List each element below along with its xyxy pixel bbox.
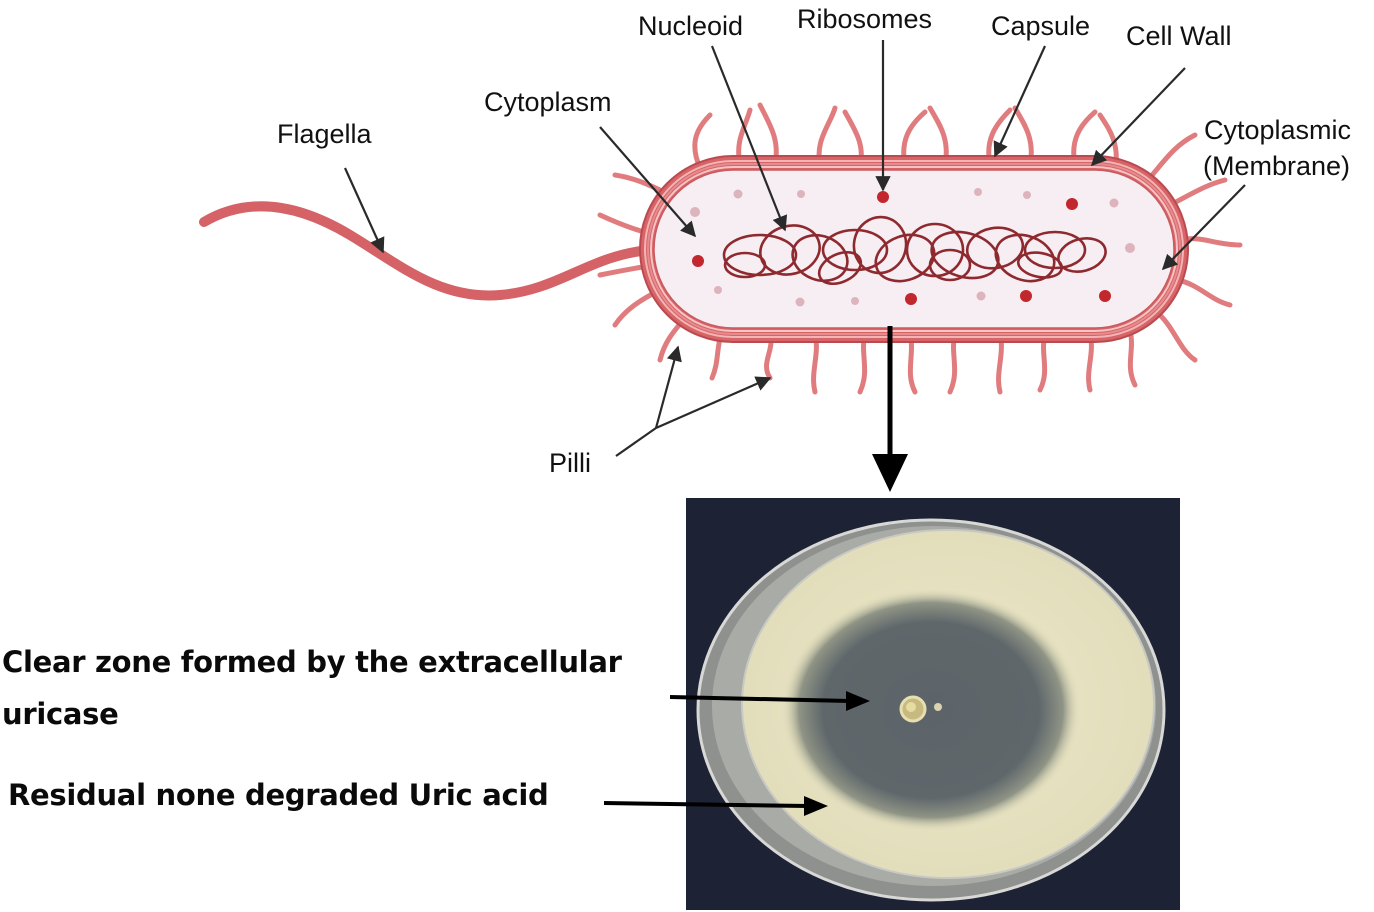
cytoplasm-pointer [599, 126, 697, 238]
label-cytoplasmic: Cytoplasmic [1204, 115, 1352, 145]
process-arrow [872, 326, 908, 492]
cytoplasm [653, 169, 1175, 329]
caption-residual-uric-acid: Residual none degraded Uric acid [8, 778, 549, 812]
flagella-pointer [343, 167, 385, 254]
pointer-lines [343, 40, 1246, 457]
petri-dish-photo [686, 498, 1180, 910]
label-capsule: Capsule [991, 11, 1091, 41]
label-ribosomes: Ribosomes [797, 4, 933, 34]
label-flagella: Flagella [277, 119, 372, 149]
membrane-pointer [1161, 184, 1246, 271]
cell-wall-pointer [1090, 67, 1186, 167]
caption-clear-zone-line1: Clear zone formed by the extracellular [2, 645, 622, 679]
label-nucleoid: Nucleoid [638, 11, 744, 41]
label-pilli: Pilli [549, 448, 592, 478]
label-cell-wall: Cell Wall [1126, 21, 1232, 51]
label-cytoplasm: Cytoplasm [484, 87, 612, 117]
clear-zone [781, 588, 1081, 832]
ribosomes [690, 188, 1135, 307]
petri-dish [686, 498, 1180, 910]
pilli-pointer-stem [615, 427, 657, 457]
bacterial-colony [899, 695, 942, 723]
caption-clear-zone-line2: uricase [2, 697, 119, 731]
flagellum [199, 201, 655, 301]
label-membrane: (Membrane) [1203, 151, 1351, 181]
nucleoid-pointer [710, 45, 788, 232]
cytoplasmic-membrane [650, 166, 1178, 332]
capsule-pointer [993, 45, 1047, 158]
